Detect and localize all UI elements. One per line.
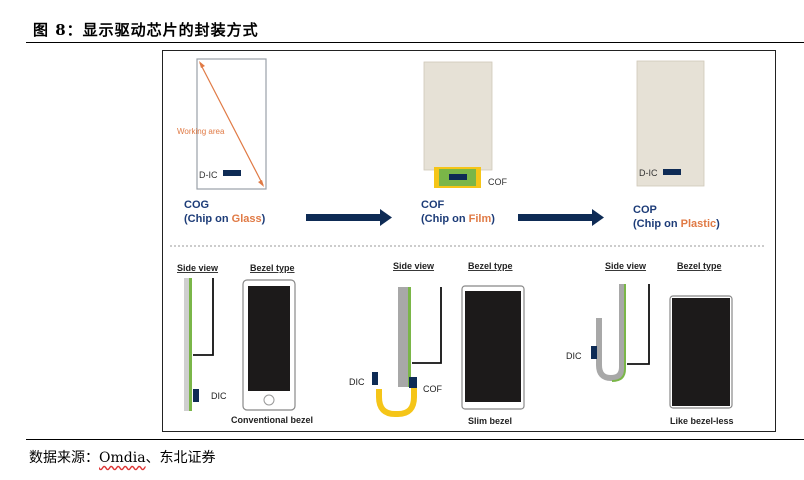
cof-caption: (Chip on Film) [421,213,495,225]
cop-dic-label: D-IC [639,168,658,178]
cop-side-plastic-bend [596,284,625,382]
bezel-type-header-2: Bezel type [468,261,513,271]
bezel-type-header-3: Bezel type [677,261,722,271]
cof-side-frame [412,287,442,364]
arrow-cof-to-cop-head [592,209,604,226]
arrow-cof-to-cop-shaft [518,214,592,221]
source-suffix: 、东北证券 [145,450,216,466]
cop-side-green-layer [611,284,626,382]
cof-side-chip [409,377,417,388]
working-area-label: Working area [177,127,225,136]
cof-panel [423,61,493,171]
source-rule [26,439,804,440]
cof-chip [449,174,467,180]
cop-caption: (Chip on Plastic) [633,218,720,230]
cop-dic-chip [663,169,681,175]
arrow-cog-to-cof-shaft [306,214,380,221]
cof-side-glass-gray [398,287,408,387]
cog-side-glass-green [189,278,192,411]
conventional-home-button [263,394,275,406]
bezel-type-header-1: Bezel type [250,263,295,273]
side-view-header-1: Side view [177,263,219,273]
arrow-cog-to-cof-head [380,209,392,226]
cog-side-glass-gray [184,278,189,411]
cog-abbr: COG [184,199,209,211]
cof-tag-label: COF [488,177,508,187]
cog-caption: (Chip on Glass) [184,213,266,225]
cof-side-glass-green [408,287,411,387]
conventional-phone-screen [248,286,290,391]
source-prefix: 数据来源： [29,450,99,466]
cop-abbr: COP [633,204,657,216]
cog-dic-chip [223,170,241,176]
cof-side-film [376,386,417,417]
side-view-header-2: Side view [393,261,435,271]
cof-side-dic-label: DIC [349,377,365,387]
source-note: 数据来源：Omdia、东北证券 [29,447,216,467]
cog-side-frame [193,278,214,356]
conventional-bezel-label: Conventional bezel [231,415,313,425]
title-rule [26,42,804,43]
cog-side-dic [193,389,199,402]
side-view-header-3: Side view [605,261,647,271]
cop-side-frame [627,284,650,365]
working-area-arrow [199,62,264,186]
cof-side-cof-label: COF [423,384,443,394]
working-area-arrowhead-bottom [258,180,264,187]
cop-side-dic-label: DIC [566,351,582,361]
working-area-arrowhead-top [199,61,205,68]
slim-phone-screen [465,291,521,402]
cop-side-dic [591,346,597,359]
cop-panel [636,60,705,187]
figure-title: 图 8：显示驱动芯片的封装方式 [33,21,259,39]
cog-side-dic-label: DIC [211,391,227,401]
cof-abbr: COF [421,199,445,211]
cof-side-dic [372,372,378,385]
source-org: Omdia [99,450,146,466]
bezel-less-label: Like bezel-less [670,416,734,426]
slim-bezel-label: Slim bezel [468,416,512,426]
bezel-less-phone-screen [672,298,730,406]
cog-dic-label: D-IC [199,170,218,180]
